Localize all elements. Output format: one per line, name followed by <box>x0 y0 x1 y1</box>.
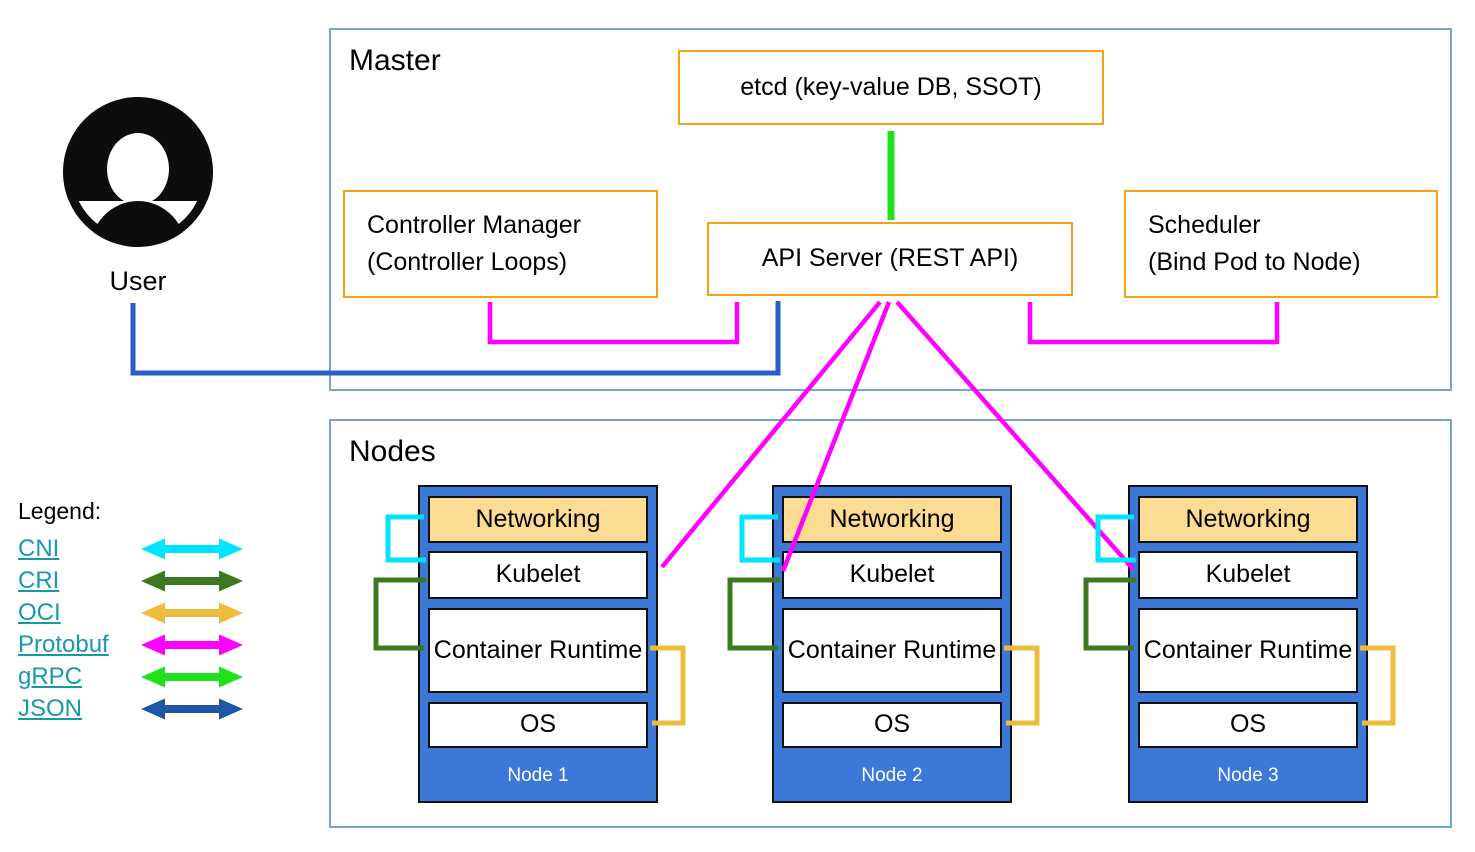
node-2-stack: Networking Kubelet Container Runtime OS … <box>772 485 1012 803</box>
node-3-networking-box: Networking <box>1138 496 1358 543</box>
cni-arrow-sample <box>141 538 243 560</box>
scheduler-line1: Scheduler <box>1148 210 1261 239</box>
legend-row-protobuf: Protobuf <box>18 629 244 661</box>
user-figure: User <box>63 97 213 297</box>
grpc-arrow-sample <box>141 666 243 688</box>
cri-arrow-sample <box>141 570 243 592</box>
node-2-networking-box: Networking <box>782 496 1002 543</box>
node-1-stack: Networking Kubelet Container Runtime OS … <box>418 485 658 803</box>
node-1-label: Node 1 <box>507 765 569 786</box>
legend-title: Legend: <box>18 498 102 524</box>
user-icon <box>63 97 213 247</box>
node-1-container-runtime-box: Container Runtime <box>428 608 648 693</box>
controller-manager-line1: Controller Manager <box>367 210 581 239</box>
node-2-label: Node 2 <box>861 765 923 786</box>
scheduler-line2: (Bind Pod to Node) <box>1148 248 1361 276</box>
node-2-container-runtime-box: Container Runtime <box>782 608 1002 693</box>
legend-row-cri: CRI <box>18 565 244 597</box>
legend-link-json[interactable]: JSON <box>18 695 83 722</box>
node-2-kubelet-box: Kubelet <box>782 551 1002 599</box>
etcd-box: etcd (key-value DB, SSOT) <box>678 50 1104 125</box>
user-label: User <box>109 266 167 296</box>
etcd-label: etcd (key-value DB, SSOT) <box>740 72 1042 101</box>
scheduler-box: Scheduler (Bind Pod to Node) <box>1124 190 1438 298</box>
node-3-stack: Networking Kubelet Container Runtime OS … <box>1128 485 1368 803</box>
node-3-container-runtime-box: Container Runtime <box>1138 608 1358 693</box>
legend-link-grpc[interactable]: gRPC <box>18 663 83 690</box>
master-title: Master <box>349 44 441 77</box>
legend-link-protobuf[interactable]: Protobuf <box>18 631 109 658</box>
legend: Legend: CNI CRI OCI Protobuf gRP <box>18 498 244 725</box>
node-1-kubelet-box: Kubelet <box>428 551 648 599</box>
api-server-label: API Server (REST API) <box>761 244 1019 273</box>
legend-link-cni[interactable]: CNI <box>18 535 60 562</box>
legend-row-json: JSON <box>18 693 244 725</box>
node-3-label: Node 3 <box>1217 765 1279 786</box>
node-1-networking-box: Networking <box>428 496 648 543</box>
oci-arrow-sample <box>141 602 243 624</box>
nodes-title: Nodes <box>349 435 436 468</box>
protobuf-arrow-sample <box>141 634 243 656</box>
controller-manager-box: Controller Manager (Controller Loops) <box>343 190 658 298</box>
api-server-box: API Server (REST API) <box>707 222 1073 296</box>
node-3-kubelet-box: Kubelet <box>1138 551 1358 599</box>
legend-row-cni: CNI <box>18 533 244 565</box>
node-1-os-box: OS <box>428 702 648 748</box>
controller-manager-line2: (Controller Loops) <box>367 248 568 276</box>
json-arrow-sample <box>141 698 243 720</box>
legend-link-oci[interactable]: OCI <box>18 599 61 626</box>
legend-link-cri[interactable]: CRI <box>18 567 60 594</box>
node-2-os-box: OS <box>782 702 1002 748</box>
node-3-os-box: OS <box>1138 702 1358 748</box>
legend-row-grpc: gRPC <box>18 661 244 693</box>
legend-row-oci: OCI <box>18 597 244 629</box>
